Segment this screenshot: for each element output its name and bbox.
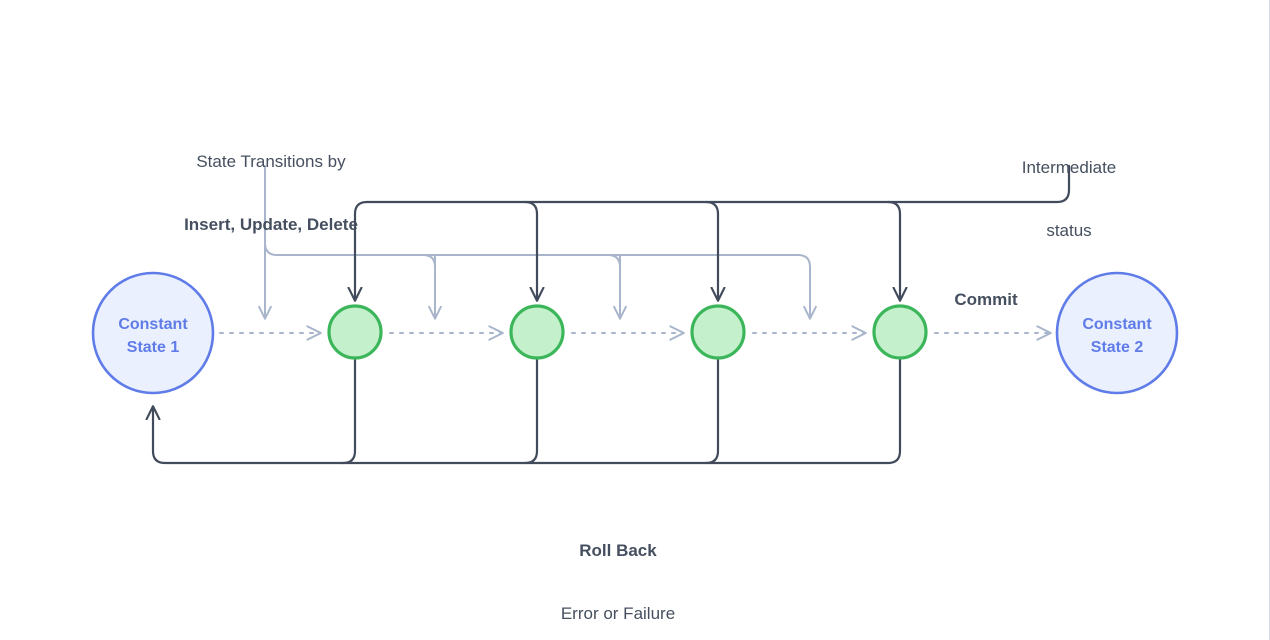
- state-transitions-label-line2: Insert, Update, Delete: [184, 214, 358, 234]
- constant-state-1-label-line2: State 1: [127, 339, 180, 356]
- roll-back-label-line1: Roll Back: [579, 540, 657, 560]
- rollback-riser-state-2: [523, 358, 539, 465]
- rollback-riser-state-1: [341, 358, 357, 465]
- constant-state-2-label-line1: Constant: [1082, 316, 1152, 333]
- light-connector-group: [264, 165, 810, 318]
- rollback-connector-group: [153, 358, 902, 465]
- rollback-return-to-state-1: [153, 358, 902, 465]
- intermediate-state-node-4[interactable]: [872, 304, 928, 360]
- dark-corner-state-2: [523, 200, 539, 216]
- intermediate-state-node-1[interactable]: [327, 304, 383, 360]
- dark-corner-state-4: [886, 200, 902, 216]
- roll-back-label-line2: Error or Failure: [560, 603, 676, 623]
- light-rail-horizontal: [264, 242, 810, 318]
- constant-state-2-label-line2: State 2: [1091, 339, 1144, 356]
- intermediate-status-label-line1: Intermediate: [1021, 157, 1117, 177]
- dark-corner-state-3: [704, 200, 720, 216]
- state-transitions-label: State Transitions by Insert, Update, Del…: [121, 110, 421, 276]
- constant-state-1-label-line1: Constant: [118, 316, 188, 333]
- state-transitions-label-line1: State Transitions by: [196, 151, 346, 171]
- light-branch-corner-1: [422, 254, 436, 268]
- intermediate-state-node-3[interactable]: [690, 304, 746, 360]
- constant-state-2-node[interactable]: Constant State 2: [1055, 271, 1179, 395]
- roll-back-label: Roll Back Error or Failure: [468, 499, 768, 640]
- constant-state-2-circle[interactable]: [1055, 271, 1179, 395]
- commit-label: Commit: [954, 290, 1018, 309]
- constant-state-1-circle[interactable]: [91, 271, 215, 395]
- dark-connector-group: [355, 164, 1071, 300]
- constant-state-1-node[interactable]: Constant State 1: [91, 271, 215, 395]
- intermediate-status-label-line2: status: [1046, 220, 1092, 240]
- intermediate-status-label: Intermediate status: [959, 116, 1179, 282]
- light-branch-corner-2: [607, 254, 621, 268]
- rollback-riser-state-3: [704, 358, 720, 465]
- intermediate-state-node-2[interactable]: [509, 304, 565, 360]
